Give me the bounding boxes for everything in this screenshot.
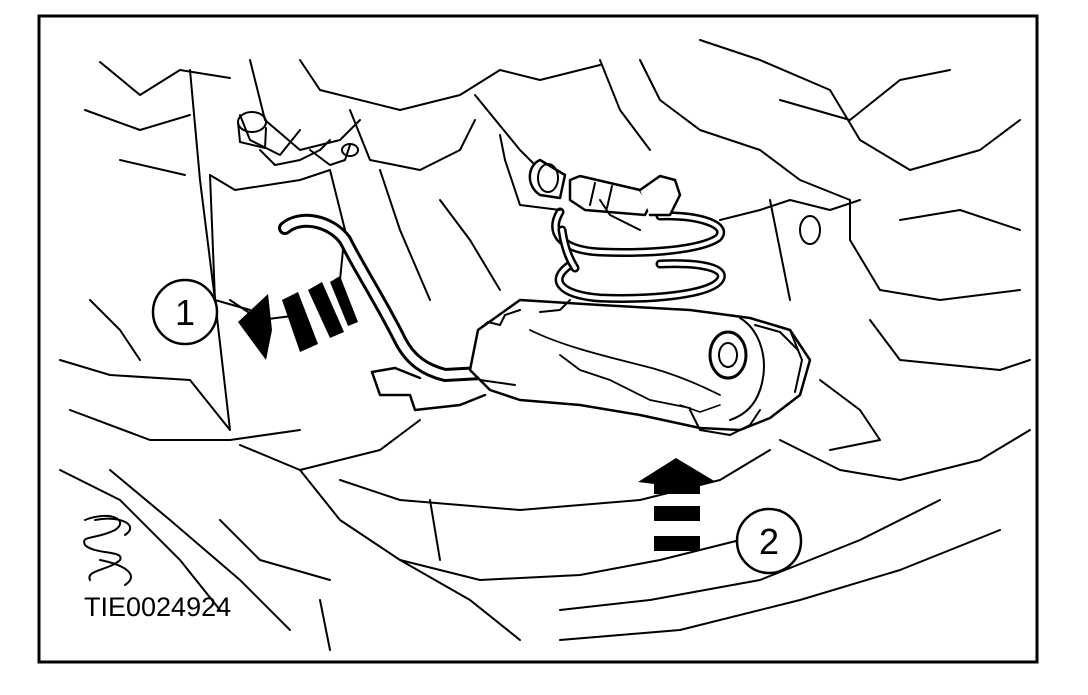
callout-2-circle	[735, 507, 803, 575]
arrow-dash-2b	[654, 536, 700, 551]
arrow-head-2	[638, 458, 716, 494]
callout-1: 1	[151, 278, 219, 346]
arrow-group-1	[238, 276, 358, 360]
callout-2: 2	[735, 507, 803, 575]
callout-1-circle	[151, 278, 219, 346]
arrow-dash-2a	[654, 506, 700, 521]
arrow-dash-1c	[330, 276, 358, 326]
arrow-head-1	[238, 294, 272, 360]
arrow-dash-1a	[282, 292, 318, 352]
arrow-dash-1b	[308, 282, 344, 338]
hose-bracket-assembly	[278, 134, 861, 436]
figure-reference-code: TIE0024924	[84, 592, 231, 622]
callout-2-label: 2	[759, 521, 779, 562]
callout-1-label: 1	[175, 292, 195, 333]
arrow-group-2	[638, 458, 716, 551]
